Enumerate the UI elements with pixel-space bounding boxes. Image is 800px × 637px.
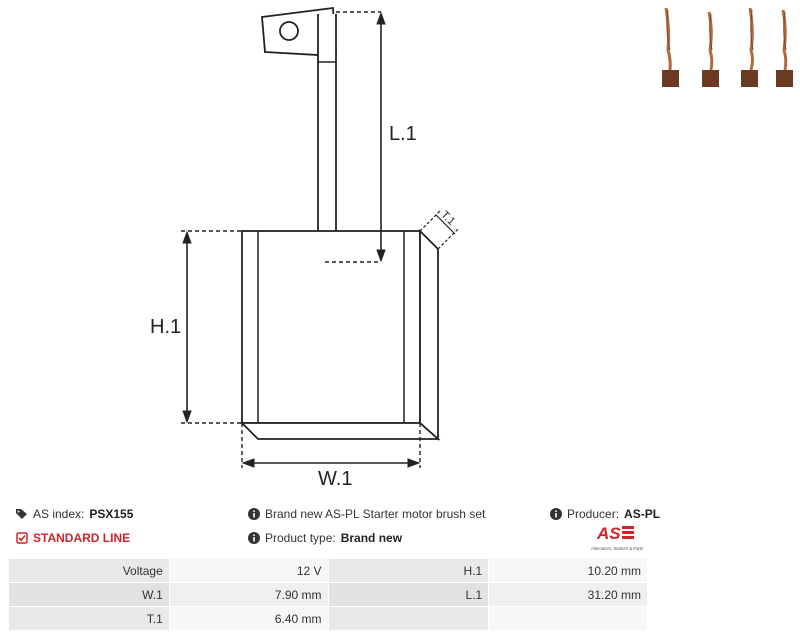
spec-value: 6.40 mm (168, 606, 329, 631)
dimension-t1 (419, 209, 460, 250)
product-photo-thumbnail (662, 7, 793, 87)
brush-body (239, 228, 441, 442)
standard-line-badge: STANDARD LINE (16, 531, 130, 545)
table-row: T.1 6.40 mm (8, 606, 648, 631)
product-type-value: Brand new (340, 531, 403, 545)
label-t1: T.1 (438, 209, 457, 228)
dimension-l1 (325, 11, 386, 263)
product-info: AS index: PSX155 STANDARD LINE Brand new… (0, 500, 800, 558)
svg-text:Alternators, Starters & Parts: Alternators, Starters & Parts (591, 546, 643, 551)
dimension-h1 (181, 230, 242, 424)
tags-icon (16, 509, 27, 519)
specs-table: Voltage 12 V H.1 10.20 mm W.1 7.90 mm L.… (8, 558, 648, 631)
as-index-value: PSX155 (89, 507, 134, 521)
product-description: Brand new AS-PL Starter motor brush set (248, 507, 485, 521)
spec-label: Voltage (8, 558, 170, 583)
producer-value: AS-PL (624, 507, 661, 521)
terminal-hole (279, 21, 299, 41)
brush-photo-2 (702, 11, 719, 87)
check-square-icon (16, 532, 28, 544)
spec-value: 31.20 mm (488, 582, 648, 607)
spec-value: 12 V (168, 558, 329, 583)
svg-text:AS: AS (596, 524, 621, 543)
as-index-label: AS index: (33, 507, 85, 521)
table-row: W.1 7.90 mm L.1 31.20 mm (8, 582, 648, 607)
info-circle-icon (550, 508, 562, 520)
as-index: AS index: PSX155 (16, 507, 133, 521)
spec-label: T.1 (8, 606, 170, 631)
label-w1: W.1 (318, 468, 352, 490)
brush-photo-4 (776, 9, 793, 87)
dimension-w1 (241, 423, 421, 468)
spec-value: 10.20 mm (488, 558, 648, 583)
description-text: Brand new AS-PL Starter motor brush set (265, 507, 486, 521)
producer-label: Producer: (567, 507, 620, 521)
label-h1: H.1 (150, 316, 181, 338)
brush-photo-1 (662, 7, 679, 87)
spec-value: 7.90 mm (168, 582, 329, 607)
info-circle-icon (248, 508, 260, 520)
shunt-wire (317, 14, 337, 266)
standard-line-text: STANDARD LINE (33, 531, 131, 545)
info-circle-icon (248, 532, 260, 544)
as-pl-logo: AS Alternators, Starters & Parts (591, 524, 643, 551)
spec-label: W.1 (8, 582, 170, 607)
producer: Producer: AS-PL (550, 507, 660, 521)
table-row: Voltage 12 V H.1 10.20 mm (8, 558, 648, 583)
product-type: Product type: Brand new (248, 531, 402, 545)
spec-value (488, 606, 648, 631)
brush-photo-3 (741, 7, 758, 87)
spec-label (327, 606, 490, 631)
brush-technical-drawing: L.1 H.1 W.1 T.1 (150, 6, 460, 490)
product-type-label: Product type: (265, 531, 336, 545)
label-l1: L.1 (389, 123, 417, 145)
spec-label: H.1 (327, 558, 490, 583)
spec-label: L.1 (327, 582, 490, 607)
